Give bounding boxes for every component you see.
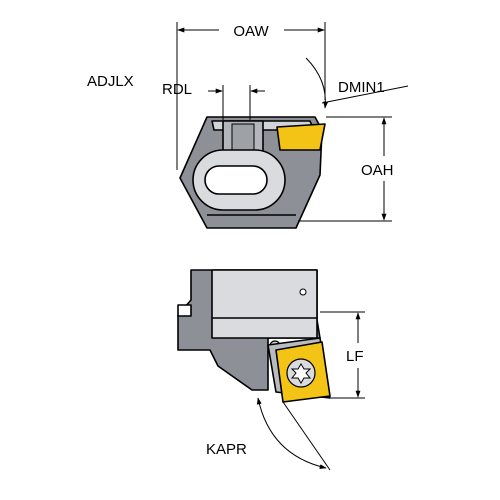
torx-icon bbox=[290, 363, 312, 384]
oah-dimension: OAH bbox=[298, 116, 394, 222]
side-notch bbox=[177, 304, 192, 317]
oval-slot bbox=[204, 165, 268, 195]
dmin1-dimension: DMIN1 bbox=[305, 57, 409, 109]
insert-top bbox=[276, 123, 326, 151]
bottom-view bbox=[177, 269, 331, 403]
oaw-dimension: OAW bbox=[176, 22, 326, 170]
kapr-dimension: KAPR bbox=[206, 397, 331, 471]
rdl-label: RDL bbox=[162, 81, 192, 98]
lf-label: LF bbox=[346, 348, 364, 365]
dmin1-label: DMIN1 bbox=[338, 79, 385, 96]
adjlx-label: ADJLX bbox=[87, 73, 134, 90]
kapr-label: KAPR bbox=[206, 441, 247, 458]
rdl-dimension: ADJLX RDL bbox=[87, 73, 265, 120]
oaw-label: OAW bbox=[233, 23, 269, 40]
top-view bbox=[179, 116, 326, 229]
lf-dimension: LF bbox=[320, 311, 365, 399]
oah-label: OAH bbox=[361, 162, 394, 179]
screw-hole bbox=[299, 288, 307, 296]
side-top-face bbox=[211, 269, 318, 339]
